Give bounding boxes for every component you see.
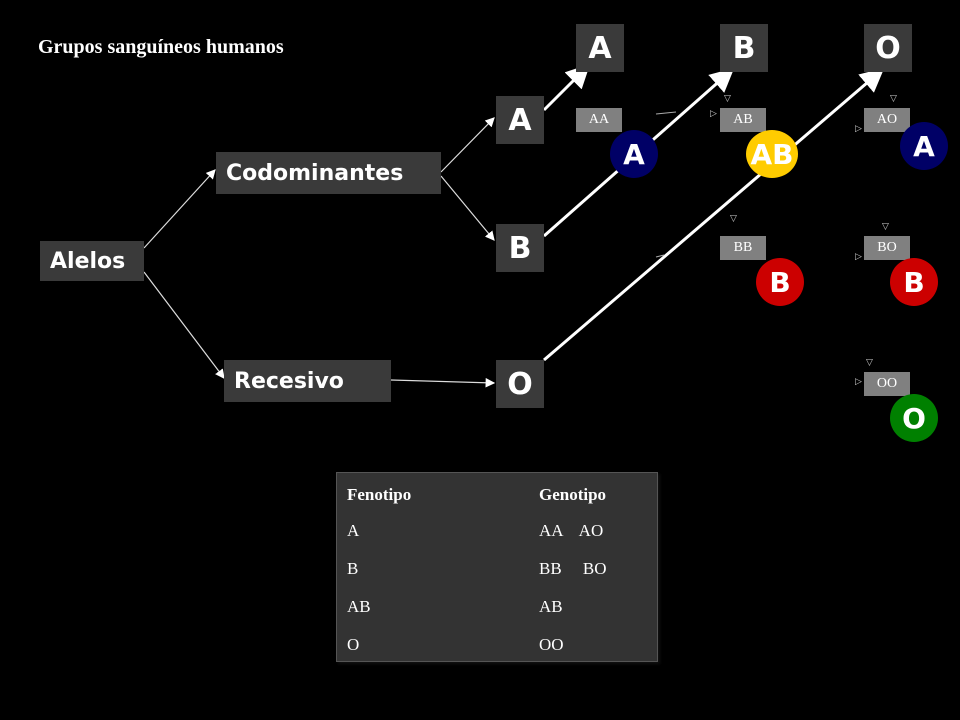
- arrow-recesivo-o: [390, 377, 496, 388]
- allele-a: A: [496, 96, 544, 144]
- top-allele-o: O: [864, 24, 912, 72]
- triangle-marker-icon: ▷: [710, 109, 717, 119]
- triangle-marker-icon: ▽: [724, 94, 731, 104]
- table-row-genotipo: AB: [539, 597, 563, 616]
- triangle-marker-icon: ▷: [855, 124, 862, 134]
- table-row-genotipo: OO: [539, 635, 564, 654]
- arrow-o-top-o: [543, 68, 885, 362]
- page-title: Grupos sanguíneos humanos: [38, 36, 284, 58]
- top-allele-b: B: [720, 24, 768, 72]
- arrow-a-top-a: [542, 63, 591, 112]
- genotype-oo: OO: [864, 372, 910, 396]
- triangle-marker-icon: ▷: [855, 252, 862, 262]
- phenotype-circle-b: B: [756, 258, 804, 306]
- genotype-aa: AA: [576, 108, 622, 132]
- phenotype-circle-b: B: [890, 258, 938, 306]
- allele-o: O: [496, 360, 544, 408]
- phenotype-circle-o: O: [890, 394, 938, 442]
- allele-b: B: [496, 224, 544, 272]
- phenotype-genotype-table: Fenotipo Genotipo A AA AO B BB BO AB AB …: [336, 472, 658, 662]
- triangle-marker-icon: ▽: [730, 214, 737, 224]
- table-row-fenotipo: A: [347, 521, 360, 540]
- triangle-marker-icon: ▷: [855, 377, 862, 387]
- genotype-bb: BB: [720, 236, 766, 260]
- genotype-ao: AO: [864, 108, 910, 132]
- table-row-fenotipo: B: [347, 559, 359, 578]
- triangle-marker-icon: ▽: [866, 358, 873, 368]
- top-allele-a: A: [576, 24, 624, 72]
- table-row-genotipo: AA AO: [539, 521, 604, 540]
- triangle-marker-icon: ▽: [890, 94, 897, 104]
- arrow-codominantes-b: [440, 175, 495, 241]
- node-codominantes: Codominantes: [216, 152, 441, 194]
- table-row-fenotipo: AB: [347, 597, 371, 616]
- table-row-fenotipo: O: [347, 635, 360, 654]
- phenotype-circle-a: A: [900, 122, 948, 170]
- phenotype-circle-ab: AB: [746, 130, 798, 178]
- phenotype-circle-a: A: [610, 130, 658, 178]
- triangle-marker-icon: ▽: [882, 222, 889, 232]
- arrow-codominantes-a: [440, 117, 495, 173]
- table-row-genotipo: BB BO: [539, 559, 607, 578]
- table-header-fenotipo: Fenotipo: [347, 485, 412, 504]
- genotype-bo: BO: [864, 236, 910, 260]
- node-recesivo: Recesivo: [224, 360, 391, 402]
- arrow-alelos-recesivo: [143, 271, 225, 379]
- node-alelos: Alelos: [40, 241, 144, 281]
- table-header-genotipo: Genotipo: [539, 485, 607, 504]
- genotype-ab: AB: [720, 108, 766, 132]
- arrow-alelos-codominantes: [143, 169, 216, 249]
